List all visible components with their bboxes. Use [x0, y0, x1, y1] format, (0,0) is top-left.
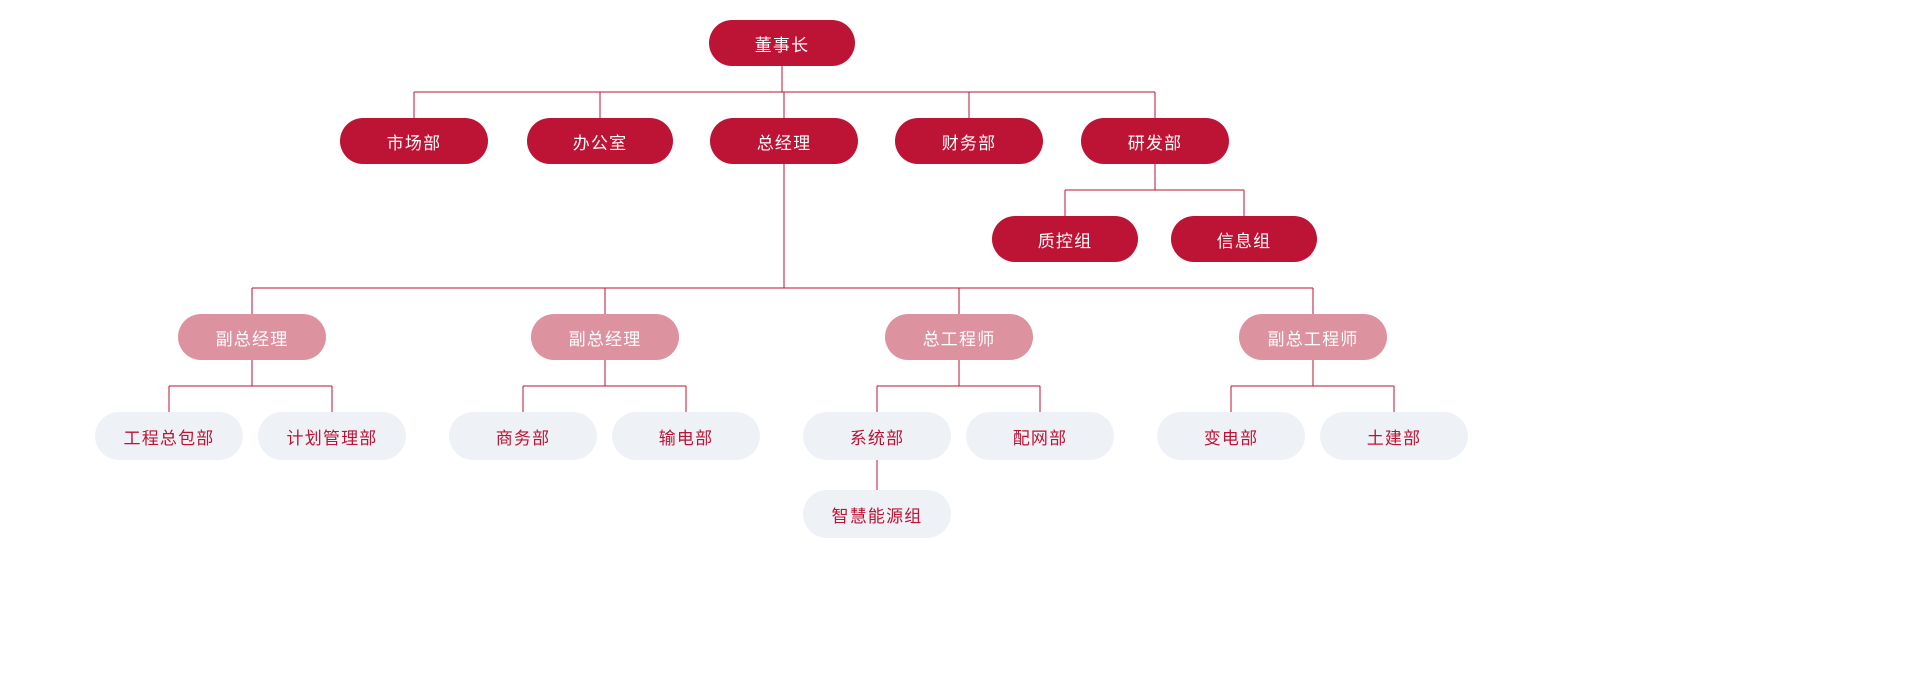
- org-node[interactable]: 质控组: [992, 216, 1138, 262]
- org-node[interactable]: 智慧能源组: [803, 490, 951, 538]
- org-node[interactable]: 工程总包部: [95, 412, 243, 460]
- org-node[interactable]: 商务部: [449, 412, 597, 460]
- org-node[interactable]: 副总经理: [178, 314, 326, 360]
- org-node[interactable]: 总工程师: [885, 314, 1033, 360]
- org-node[interactable]: 财务部: [895, 118, 1043, 164]
- org-node[interactable]: 系统部: [803, 412, 951, 460]
- org-node[interactable]: 信息组: [1171, 216, 1317, 262]
- org-node[interactable]: 输电部: [612, 412, 760, 460]
- org-node[interactable]: 副总经理: [531, 314, 679, 360]
- org-node[interactable]: 研发部: [1081, 118, 1229, 164]
- org-node[interactable]: 副总工程师: [1239, 314, 1387, 360]
- org-node[interactable]: 配网部: [966, 412, 1114, 460]
- org-node[interactable]: 变电部: [1157, 412, 1305, 460]
- org-node[interactable]: 董事长: [709, 20, 855, 66]
- org-node[interactable]: 总经理: [710, 118, 858, 164]
- org-node[interactable]: 市场部: [340, 118, 488, 164]
- org-node[interactable]: 计划管理部: [258, 412, 406, 460]
- org-node[interactable]: 办公室: [527, 118, 673, 164]
- org-node[interactable]: 土建部: [1320, 412, 1468, 460]
